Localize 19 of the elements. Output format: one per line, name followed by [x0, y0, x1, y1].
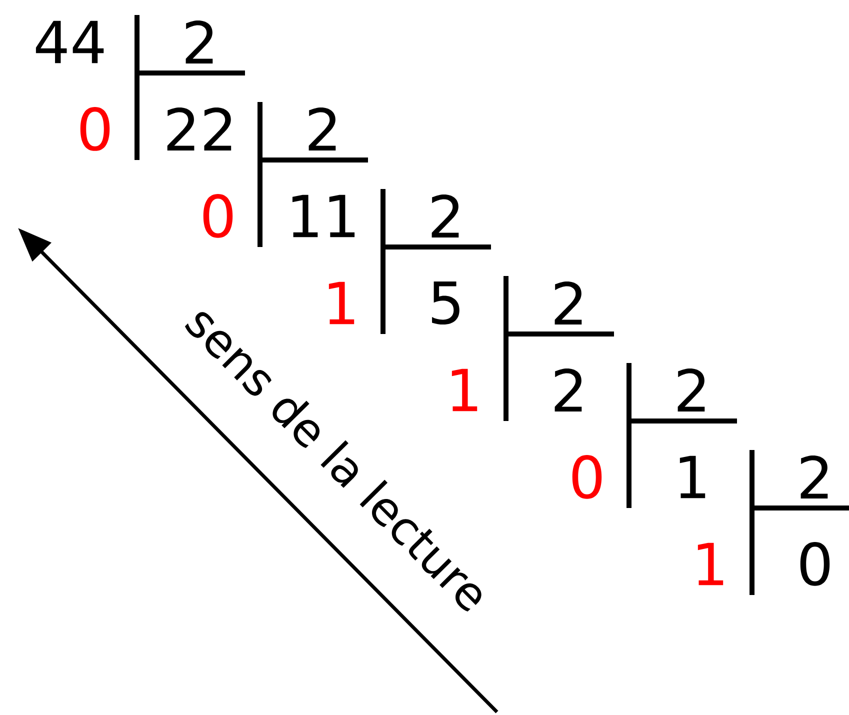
divisor: 2 [432, 194, 459, 238]
quotient: 22 [167, 107, 232, 151]
divisor: 2 [308, 107, 336, 151]
remainder: 0 [572, 455, 602, 499]
remainder: 1 [452, 368, 478, 412]
quotient: 2 [554, 368, 582, 412]
quotient: 0 [800, 542, 830, 586]
quotient: 11 [292, 194, 355, 238]
dividend: 44 [36, 20, 104, 64]
remainder: 1 [698, 542, 724, 586]
remainder: 1 [328, 282, 354, 324]
divisor: 2 [186, 20, 213, 64]
remainder: 0 [203, 194, 233, 238]
remainder: 0 [80, 107, 110, 151]
quotient: 5 [432, 281, 460, 325]
divisor: 2 [800, 455, 828, 499]
quotient: 1 [680, 456, 706, 498]
divisor: 2 [554, 281, 582, 325]
divisor: 2 [678, 368, 705, 412]
